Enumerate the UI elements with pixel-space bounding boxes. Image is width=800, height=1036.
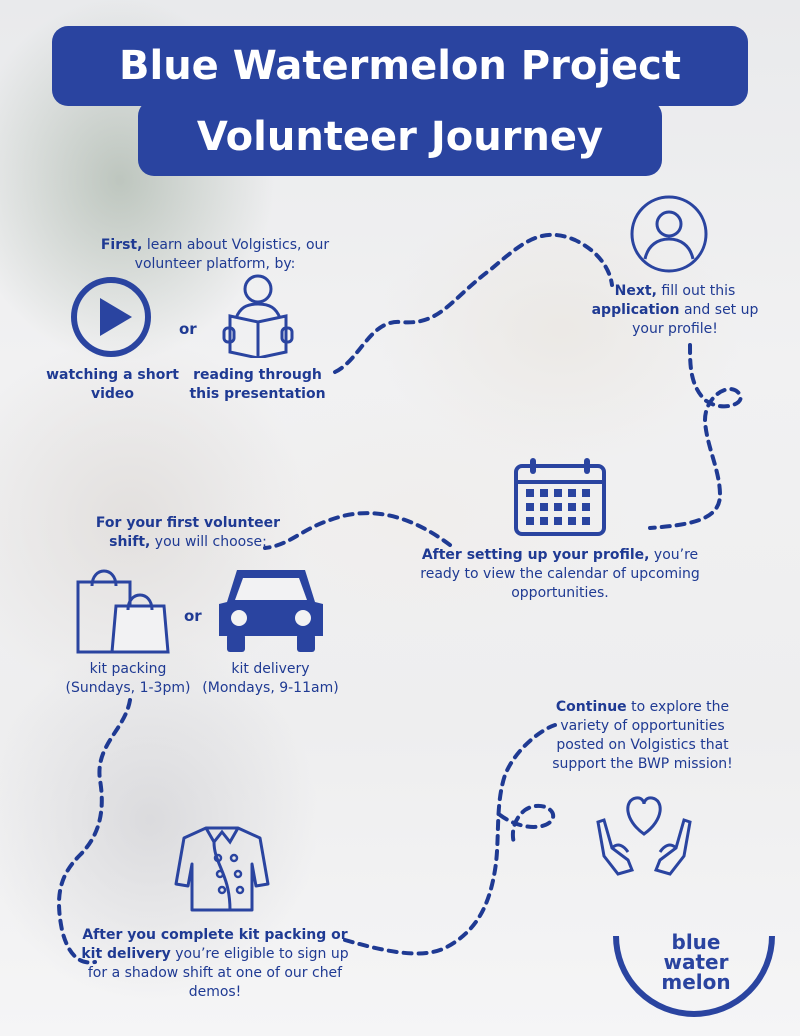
first-shift-text: For your first volunteer shift, you will…: [88, 514, 288, 552]
intro-option-video[interactable]: watching a short video: [46, 367, 179, 402]
next-text-1: fill out this: [656, 283, 736, 299]
kit-packing-label: kit packing: [89, 661, 167, 677]
continue-body: to explore the variety of opportunities …: [552, 699, 733, 772]
shopping-bags-icon: [76, 569, 170, 654]
calendar-lead: After setting up your profile,: [421, 547, 650, 563]
first-shift-body: you will choose:: [150, 534, 267, 550]
heart-hands-icon: [596, 796, 692, 876]
calendar-icon: [514, 458, 606, 536]
next-text-2: and set up your profile!: [632, 302, 759, 337]
intro-lead: First,: [100, 237, 143, 253]
intro-body: learn about Volgistics, our volunteer pl…: [134, 237, 330, 272]
logo-arc: [613, 935, 775, 1017]
play-icon[interactable]: [70, 276, 152, 358]
reading-icon[interactable]: [222, 272, 294, 358]
next-step-text: Next, fill out this application and set …: [590, 282, 760, 339]
intro-or: or: [179, 320, 197, 338]
page-title-line2: Volunteer Journey: [138, 100, 662, 176]
calendar-body: you’re ready to view the calendar of upc…: [420, 547, 700, 601]
calendar-step-text: After setting up your profile, you’re re…: [420, 546, 700, 603]
kit-packing-time: (Sundays, 1-3pm): [65, 680, 191, 696]
kit-delivery-option[interactable]: kit delivery (Mondays, 9-11am): [198, 660, 343, 698]
shadow-step-text: After you complete kit packing or kit de…: [70, 926, 360, 1002]
kit-delivery-time: (Mondays, 9-11am): [202, 680, 339, 696]
kit-packing-option[interactable]: kit packing (Sundays, 1-3pm): [58, 660, 198, 698]
logo-wordmark: blue water melon: [656, 932, 736, 992]
logo-line-3: melon: [661, 970, 731, 994]
intro-text: First, learn about Volgistics, our volun…: [70, 236, 360, 274]
shadow-body: you’re eligible to sign up for a shadow …: [87, 946, 349, 1000]
shadow-lead-2: kit delivery: [81, 946, 171, 962]
next-lead: Next,: [614, 283, 657, 299]
logo-line-1: blue: [671, 930, 721, 954]
application-link[interactable]: application: [591, 302, 680, 318]
kit-delivery-label: kit delivery: [231, 661, 310, 677]
car-icon: [219, 570, 323, 652]
shift-or: or: [184, 607, 202, 625]
continue-step-text: Continue to explore the variety of oppor…: [540, 698, 745, 774]
user-icon: [630, 195, 708, 273]
logo-line-2: water: [663, 950, 729, 974]
page-title-line1: Blue Watermelon Project: [52, 26, 748, 106]
continue-lead: Continue: [555, 699, 627, 715]
first-shift-lead: For your first volunteer shift,: [95, 515, 281, 550]
chef-jacket-icon: [174, 826, 270, 912]
intro-option-presentation[interactable]: reading through this presentation: [189, 367, 326, 402]
blue-watermelon-logo: blue water melon: [606, 922, 782, 1032]
shadow-lead-1: After you complete kit packing or: [82, 927, 348, 943]
